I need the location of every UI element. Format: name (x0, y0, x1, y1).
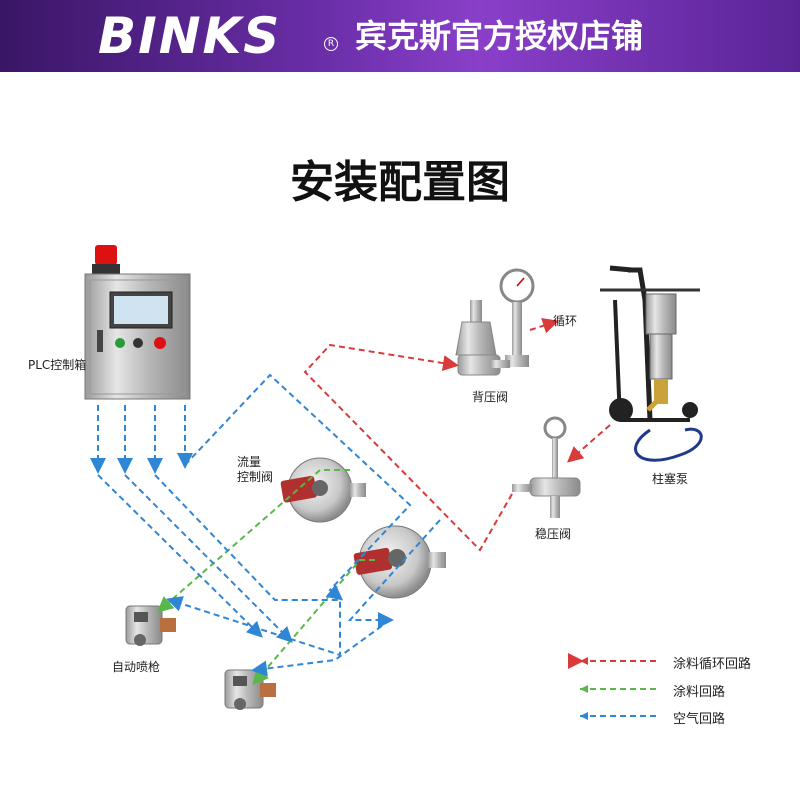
alarm-light-icon (95, 245, 117, 265)
flow-control-valve-2 (353, 525, 446, 599)
diagram-title: 安装配置图 (290, 157, 510, 208)
header-banner: BINKS R 宾克斯官方授权店铺 (0, 0, 800, 72)
plc-screen (114, 296, 168, 324)
label-back-pressure-valve: 背压阀 (472, 390, 509, 404)
legend (568, 653, 660, 720)
legend-label-paint-circulation: 涂料循环回路 (673, 657, 752, 672)
stop-button-icon (154, 337, 166, 349)
auto-spray-gun-2 (224, 669, 276, 710)
registered-mark: R (324, 37, 338, 51)
label-piston-pump: 柱塞泵 (652, 472, 689, 486)
wheel-icon (682, 402, 698, 418)
label-regulator-valve: 稳压阀 (535, 527, 572, 541)
brand-logo: BINKS (98, 7, 282, 65)
label-auto-gun: 自动喷枪 (112, 660, 161, 674)
hose-icon (634, 427, 703, 462)
wheel-icon (609, 398, 633, 422)
store-name: 宾克斯官方授权店铺 (355, 17, 644, 55)
auto-spray-gun-1 (125, 605, 176, 646)
air-loop (90, 373, 441, 677)
pressure-regulator-valve (512, 416, 581, 518)
label-plc: PLC控制箱 (28, 358, 87, 372)
label-flow-valve-line2: 控制阀 (237, 470, 274, 484)
label-circulation: 循环 (553, 314, 578, 328)
back-pressure-valve (455, 268, 535, 376)
selector-knob-icon (133, 338, 143, 348)
plc-control-box (84, 245, 191, 400)
legend-label-paint: 涂料回路 (673, 685, 726, 700)
pressure-gauge-icon (543, 416, 567, 440)
paint-circulation-loop (303, 318, 611, 552)
piston-pump (600, 265, 703, 462)
label-flow-valve-line1: 流量 (237, 455, 262, 469)
legend-label-air: 空气回路 (673, 712, 726, 727)
flow-control-valve-1 (280, 457, 366, 523)
start-button-icon (115, 338, 125, 348)
